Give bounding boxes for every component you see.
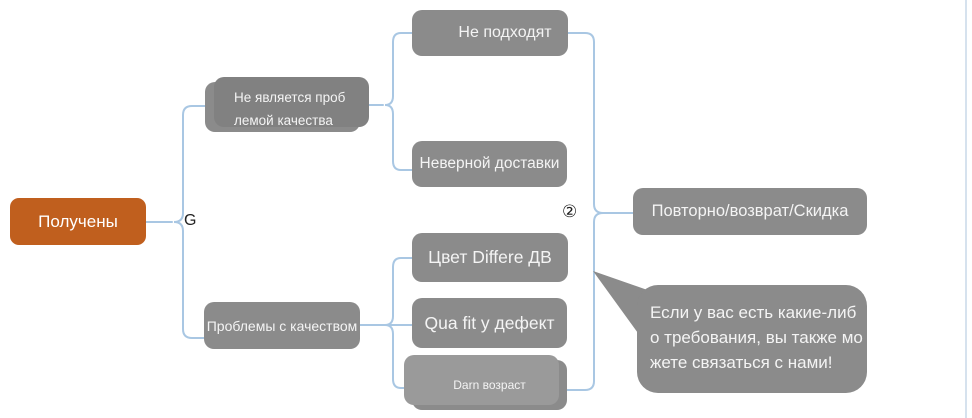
brace-level1 <box>173 105 206 339</box>
edge-label-g: G <box>184 212 197 229</box>
node-not-quality-issue[interactable]: Не является проб лемой качества <box>205 77 369 132</box>
node-quality-problems[interactable]: Проблемы с качеством <box>204 302 360 349</box>
callout-bubble[interactable]: Если у вас есть какие-либ о требования, … <box>637 285 867 393</box>
node-qua-fit-defect[interactable]: Qua fit у дефект <box>412 298 567 348</box>
node-outcome-redo-return-discount[interactable]: Повторно/возврат/Скидка <box>633 188 867 235</box>
node-not-fit[interactable]: Не подходят <box>412 10 568 56</box>
node-received[interactable]: Получены <box>10 198 146 245</box>
node-darn-age[interactable]: Darn возраст <box>404 355 567 410</box>
node-color-difference[interactable]: Цвет Differe ДВ <box>412 233 568 282</box>
node-wrong-delivery[interactable]: Неверной доставки <box>412 141 567 187</box>
brace-quality-children <box>384 257 413 389</box>
brace-notquality-children <box>384 32 413 171</box>
group-marker-circled-2: ② <box>562 202 578 221</box>
